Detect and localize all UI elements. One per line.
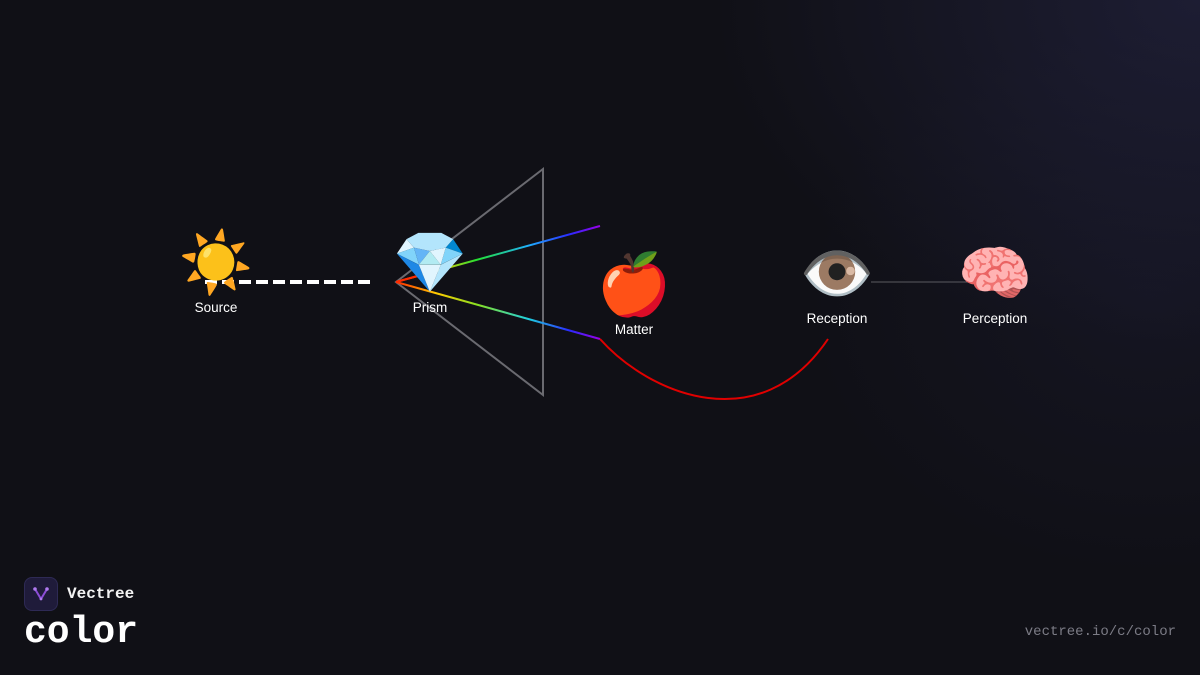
source-label: Source [194, 300, 238, 315]
reception-node: 👁️ Reception [799, 240, 875, 327]
page-url: vectree.io/c/color [1024, 624, 1176, 640]
gem-icon: 💎 [392, 229, 468, 296]
perception-label: Perception [962, 311, 1028, 326]
apple-icon: 🍎 [596, 251, 672, 318]
spectrum-ray-upper [395, 225, 601, 283]
brain-icon: 🧠 [957, 240, 1033, 307]
source-node: ☀️ Source [178, 229, 254, 316]
topic-title: color [24, 611, 139, 654]
spectrum-ray-red-short [395, 274, 422, 283]
brand-name: Vectree [67, 585, 135, 603]
prism-label: Prism [412, 300, 448, 315]
reception-label: Reception [806, 311, 868, 326]
eye-icon: 👁️ [799, 240, 875, 307]
matter-node: 🍎 Matter [596, 251, 672, 338]
perception-node: 🧠 Perception [957, 240, 1033, 327]
matter-label: Matter [614, 322, 654, 337]
brand: Vectree [24, 577, 134, 611]
spectrum-ray-lower [395, 281, 601, 340]
vectree-logo-icon [24, 577, 58, 611]
reflected-light-curve [599, 338, 829, 400]
prism-triangle [394, 166, 544, 398]
prism-node: 💎 Prism [392, 229, 468, 316]
sun-icon: ☀️ [178, 229, 254, 296]
